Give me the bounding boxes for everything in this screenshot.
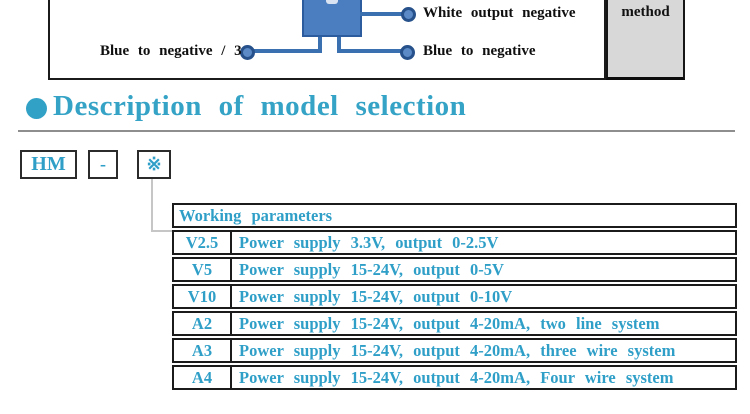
heading-divider bbox=[18, 130, 735, 132]
model-separator-box: - bbox=[88, 150, 118, 179]
model-wildcard-box: ※ bbox=[137, 150, 171, 179]
method-label: method bbox=[621, 4, 670, 20]
bullet-icon bbox=[26, 98, 47, 119]
wire-blue-right bbox=[339, 49, 403, 53]
model-description-cell: Power supply 15-24V, output 4-20mA, two … bbox=[239, 313, 660, 333]
model-prefix-box: HM bbox=[20, 150, 77, 179]
model-description-cell: Power supply 15-24V, output 4-20mA, thre… bbox=[239, 340, 676, 360]
model-code-cell: V2.5 bbox=[174, 232, 232, 253]
blue-to-negative-left-label: Blue to negative / 3 bbox=[100, 43, 242, 59]
table-row: V10 Power supply 15-24V, output 0-10V bbox=[172, 284, 737, 309]
model-code-cell: A3 bbox=[174, 340, 232, 361]
table-row: A2 Power supply 15-24V, output 4-20mA, t… bbox=[172, 311, 737, 336]
wire-white-output bbox=[360, 12, 404, 16]
table-row: A4 Power supply 15-24V, output 4-20mA, F… bbox=[172, 365, 737, 390]
connector-line-vertical bbox=[151, 179, 153, 232]
table-row: V2.5 Power supply 3.3V, output 0-2.5V bbox=[172, 230, 737, 255]
table-row: A3 Power supply 15-24V, output 4-20mA, t… bbox=[172, 338, 737, 363]
model-code-cell: V5 bbox=[174, 259, 232, 280]
blue-to-negative-right-label: Blue to negative bbox=[423, 43, 536, 59]
white-output-negative-label: White output negative bbox=[423, 5, 576, 21]
model-description-cell: Power supply 15-24V, output 4-20mA, Four… bbox=[239, 367, 674, 387]
model-description-cell: Power supply 3.3V, output 0-2.5V bbox=[239, 232, 499, 252]
wire-terminal-icon bbox=[400, 45, 415, 60]
working-parameters-table: Working parameters V2.5 Power supply 3.3… bbox=[172, 203, 737, 390]
model-code-cell: A4 bbox=[174, 367, 232, 388]
sensor-box bbox=[302, 0, 362, 37]
table-row: V5 Power supply 15-24V, output 0-5V bbox=[172, 257, 737, 282]
method-cell: method bbox=[606, 0, 685, 80]
wire-terminal-icon bbox=[401, 7, 416, 22]
table-header-row: Working parameters bbox=[172, 203, 737, 228]
model-code-cell: A2 bbox=[174, 313, 232, 334]
wire-leg-right bbox=[337, 37, 341, 53]
model-code-cell: V10 bbox=[174, 286, 232, 307]
connector-line-horizontal bbox=[151, 230, 172, 232]
wire-blue-left bbox=[249, 49, 322, 53]
wire-terminal-icon bbox=[240, 45, 255, 60]
wire-leg-left bbox=[318, 37, 322, 53]
page-title: Description of model selection bbox=[53, 90, 467, 122]
model-description-cell: Power supply 15-24V, output 0-10V bbox=[239, 286, 513, 306]
model-description-cell: Power supply 15-24V, output 0-5V bbox=[239, 259, 504, 279]
clipped-label-remnant bbox=[326, 0, 338, 4]
